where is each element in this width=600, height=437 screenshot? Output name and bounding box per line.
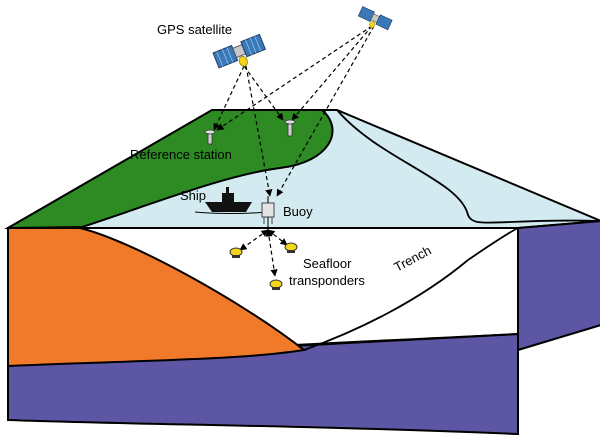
seafloor-transponders-label-line1: Seafloor [303,256,352,271]
buoy-icon [261,196,275,230]
continental-plate [7,227,307,368]
gps-signal-lines [213,25,375,197]
buoy-label: Buoy [283,204,313,219]
trench-line-surface [336,109,600,224]
acoustic-ranging-lines [239,229,288,277]
satellite-icon [212,33,267,69]
gps-satellite-label: GPS satellite [157,22,232,37]
oceanic-plate-side-lower [517,220,600,352]
transponder-icon [229,247,243,258]
trench-line-front [303,227,519,351]
transponder-icon [284,242,298,253]
ship-label: Ship [180,188,206,203]
land-area [4,109,334,230]
reference-station-label: Reference station [130,147,232,162]
antenna-icon [284,119,296,137]
transponder-icon [269,279,283,290]
satellite-icon [357,6,393,31]
seafloor-transponders-label-line2: transponders [289,273,365,288]
antenna-icon [204,129,216,145]
ship-icon [194,187,269,214]
